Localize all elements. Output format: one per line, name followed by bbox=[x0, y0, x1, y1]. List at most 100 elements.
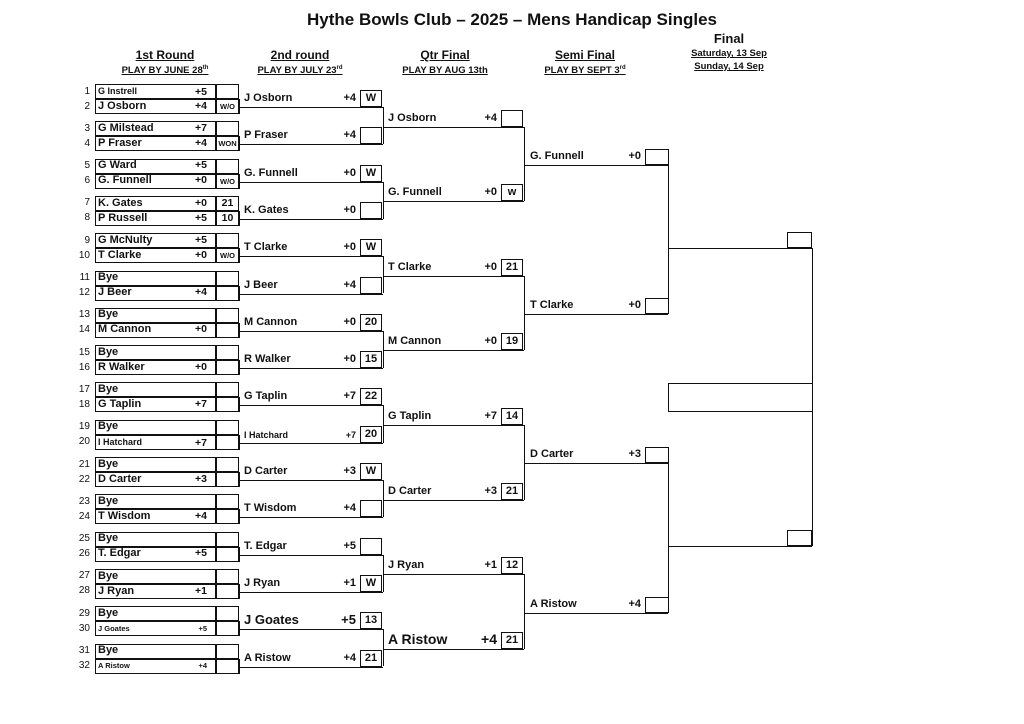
player-handicap: +3 bbox=[484, 484, 497, 497]
result-box bbox=[216, 360, 239, 376]
result-box bbox=[787, 529, 812, 546]
player-handicap: +1 bbox=[343, 576, 356, 589]
entry-number: 24 bbox=[78, 510, 90, 522]
result-box bbox=[360, 127, 382, 145]
player-handicap: +5 bbox=[343, 539, 356, 552]
result-box: W bbox=[360, 164, 382, 182]
player-handicap: +4 bbox=[481, 630, 497, 647]
entry-name-box bbox=[95, 419, 216, 435]
player-handicap: +7 bbox=[195, 398, 207, 411]
entry-number: 9 bbox=[84, 234, 90, 246]
bracket-line bbox=[239, 397, 240, 413]
entry-name-box bbox=[95, 99, 216, 114]
player-name: G. Funnell bbox=[388, 186, 442, 199]
result-box: 14 bbox=[501, 408, 523, 426]
player-handicap: +0 bbox=[343, 353, 356, 366]
bracket-line bbox=[524, 463, 668, 465]
player-name: J Goates bbox=[244, 612, 299, 628]
round-header-qtr-final: Qtr Final PLAY BY AUG 13th bbox=[380, 48, 510, 76]
player-name: Bye bbox=[98, 345, 119, 358]
player-name: K. Gates bbox=[244, 203, 289, 216]
entry-number: 17 bbox=[78, 383, 90, 395]
player-handicap: +0 bbox=[195, 360, 207, 373]
round-header-semi-final: Semi Final PLAY BY SEPT 3rd bbox=[525, 48, 645, 76]
entry-number: 5 bbox=[84, 160, 90, 172]
round-deadline: PLAY BY SEPT 3rd bbox=[544, 65, 626, 77]
bracket-line bbox=[383, 405, 384, 443]
player-name: D Carter bbox=[388, 484, 432, 497]
entry-name-box bbox=[95, 173, 216, 189]
player-handicap: +0 bbox=[484, 335, 497, 348]
player-name: D Carter bbox=[244, 465, 288, 477]
player-handicap: +0 bbox=[343, 166, 356, 179]
entry-name-box bbox=[95, 84, 216, 99]
result-text: 21 bbox=[221, 196, 234, 209]
result-text: 12 bbox=[505, 559, 519, 572]
player-handicap: +0 bbox=[628, 299, 641, 312]
bracket-line bbox=[383, 480, 384, 518]
bracket-line bbox=[239, 210, 240, 226]
entry-name-box bbox=[95, 457, 216, 472]
final-date-sunday: Sunday, 14 Sep bbox=[694, 61, 764, 72]
entry-name-box bbox=[95, 643, 216, 659]
player-handicap: +5 bbox=[198, 624, 207, 634]
entry-number: 30 bbox=[78, 622, 90, 634]
bracket-line bbox=[239, 658, 240, 674]
result-box: WON bbox=[216, 136, 239, 152]
entry-name-box bbox=[95, 270, 216, 286]
result-box: 21 bbox=[501, 258, 523, 276]
result-box: 20 bbox=[360, 313, 382, 331]
player-handicap: +5 bbox=[195, 211, 207, 224]
result-box bbox=[216, 457, 239, 472]
player-name: G Taplin bbox=[388, 410, 432, 423]
player-name: R Walker bbox=[98, 360, 145, 373]
result-box: 21 bbox=[501, 631, 523, 649]
player-handicap: +4 bbox=[198, 661, 207, 671]
result-box: 12 bbox=[501, 557, 523, 575]
result-box bbox=[216, 382, 239, 398]
result-box: 19 bbox=[501, 333, 523, 351]
bracket-line bbox=[239, 285, 240, 301]
result-text: W/O bbox=[220, 251, 235, 261]
player-name: Bye bbox=[98, 569, 119, 582]
player-handicap: +1 bbox=[484, 559, 497, 572]
player-name: T Clarke bbox=[98, 248, 142, 261]
player-handicap: +0 bbox=[195, 248, 207, 261]
result-text: W bbox=[365, 465, 377, 477]
player-handicap: +5 bbox=[195, 233, 207, 246]
result-box bbox=[360, 500, 382, 518]
round-deadline: PLAY BY JULY 23rd bbox=[257, 65, 343, 77]
player-name: G Taplin bbox=[98, 398, 142, 411]
player-name: J Beer bbox=[98, 286, 132, 299]
entry-name-box bbox=[95, 397, 216, 413]
entry-number: 20 bbox=[78, 436, 90, 448]
entry-name-box bbox=[95, 136, 216, 152]
player-name: T Clarke bbox=[244, 241, 288, 254]
result-box bbox=[360, 537, 382, 555]
player-handicap: +0 bbox=[343, 203, 356, 216]
player-name: P Russell bbox=[98, 211, 148, 224]
result-box bbox=[216, 434, 239, 450]
entry-number: 27 bbox=[78, 570, 90, 582]
player-handicap: +5 bbox=[195, 547, 207, 560]
player-name: A Ristow bbox=[388, 630, 448, 647]
player-handicap: +7 bbox=[484, 410, 497, 423]
entry-name-box bbox=[95, 658, 216, 674]
result-box: 21 bbox=[360, 649, 382, 667]
bracket-line bbox=[239, 554, 383, 556]
player-name: Bye bbox=[98, 644, 119, 657]
player-name: G. Funnell bbox=[244, 166, 298, 179]
player-name: G. Funnell bbox=[530, 149, 584, 162]
result-box bbox=[216, 531, 239, 547]
player-name: J Ryan bbox=[244, 576, 281, 589]
result-box bbox=[216, 606, 239, 622]
bracket-line bbox=[239, 546, 240, 562]
bracket-line bbox=[239, 136, 240, 152]
result-box bbox=[645, 596, 669, 613]
entry-name-box bbox=[95, 472, 216, 487]
player-handicap: +0 bbox=[343, 241, 356, 254]
entry-name-box bbox=[95, 509, 216, 525]
bracket-line bbox=[383, 256, 384, 294]
player-name: G Ward bbox=[98, 159, 137, 172]
